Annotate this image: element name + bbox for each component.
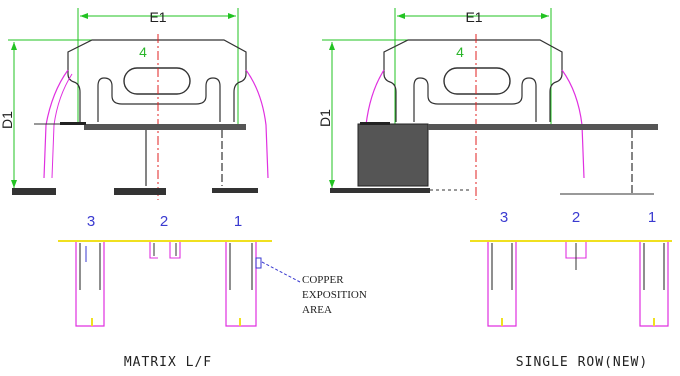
right-pin-1-label: 1 <box>648 209 656 226</box>
left-pin-3-label: 3 <box>87 213 95 230</box>
right-lead-1 <box>639 242 669 327</box>
callout-line-2: EXPOSITION <box>302 289 367 301</box>
left-mounting-slot <box>123 67 191 95</box>
left-d1-label: D1 <box>0 111 15 129</box>
left-d1-dimension: D1 <box>0 39 95 188</box>
right-lead-3 <box>487 242 517 327</box>
left-view: E1 D1 4 3 2 <box>0 8 367 370</box>
callout-line-1: COPPER <box>302 274 344 286</box>
right-d1-label: D1 <box>317 109 333 127</box>
right-mounting-slot <box>443 67 511 95</box>
left-lead-1 <box>225 242 262 327</box>
right-e1-dimension: E1 <box>394 8 552 125</box>
callout-line-3: AREA <box>302 304 332 316</box>
right-tab-label: 4 <box>456 44 464 60</box>
left-caption: MATRIX L/F <box>124 355 212 370</box>
left-pin-1-label: 1 <box>234 213 242 230</box>
left-e1-dimension: E1 <box>77 8 239 125</box>
left-tab-label: 4 <box>139 44 147 60</box>
right-caption: SINGLE ROW(NEW) <box>516 355 648 370</box>
right-lead-2 <box>565 242 587 270</box>
right-e1-label: E1 <box>465 9 482 25</box>
right-pin-3-label: 3 <box>500 209 508 226</box>
right-lead-frame <box>428 124 658 130</box>
left-lead-3 <box>75 242 105 327</box>
left-lead-2 <box>149 242 181 259</box>
right-tab-outline <box>383 39 563 122</box>
left-pin-2-label: 2 <box>160 213 168 230</box>
left-e1-label: E1 <box>149 9 166 25</box>
right-body-block <box>357 123 429 187</box>
right-pin-2-label: 2 <box>572 209 580 226</box>
right-d1-dimension: D1 <box>317 39 410 188</box>
left-lead-frame <box>84 124 246 130</box>
copper-exposition-callout: COPPER EXPOSITION AREA <box>261 261 367 316</box>
right-view: E1 D1 4 3 2 1 <box>317 8 672 370</box>
